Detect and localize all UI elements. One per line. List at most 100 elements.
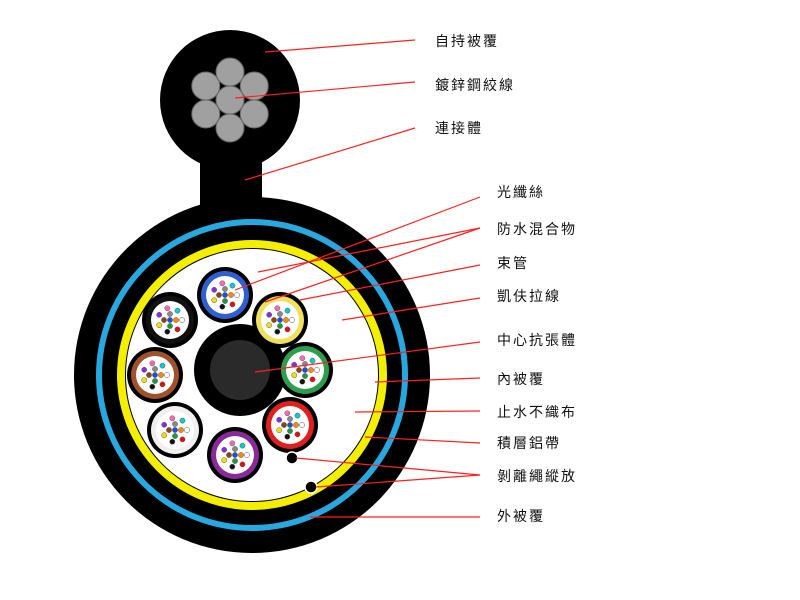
label-galvanized-steel-strand: 鍍鋅鋼絞線 [435, 78, 515, 94]
optical-fiber [164, 328, 171, 335]
optical-fiber [169, 415, 176, 422]
optical-fiber [239, 442, 246, 449]
optical-fiber [238, 452, 244, 458]
optical-fiber [283, 317, 289, 323]
optical-fiber [211, 297, 218, 304]
optical-fiber [172, 421, 178, 427]
optical-fiber [156, 311, 163, 318]
optical-fiber [152, 366, 158, 372]
optical-fiber [152, 378, 158, 384]
optical-fiber [287, 422, 293, 428]
optical-fiber [287, 416, 293, 422]
leader-line [295, 457, 481, 476]
steel-wire [191, 71, 221, 101]
optical-fiber [299, 378, 306, 385]
optical-fiber [211, 286, 218, 293]
optical-fiber [294, 412, 301, 419]
optical-fiber [172, 433, 178, 439]
optical-fiber [178, 427, 184, 433]
optical-fiber [232, 458, 238, 464]
label-central-strength-member: 中心抗張體 [497, 333, 577, 349]
aluminum-tape [117, 240, 387, 510]
optical-fiber [281, 422, 287, 428]
water-blocking-tape [96, 219, 408, 531]
optical-fiber [179, 417, 186, 424]
optical-fiber [169, 438, 176, 445]
leader-line [234, 81, 416, 99]
label-self-supporting-sheath: 自持被覆 [435, 34, 499, 50]
optical-fiber [289, 317, 295, 323]
optical-fiber [229, 282, 236, 289]
optical-fiber [232, 452, 238, 458]
optical-fiber [276, 427, 283, 434]
optical-fiber [302, 373, 308, 379]
optical-fiber [158, 372, 164, 378]
leader-line [264, 227, 481, 303]
optical-fiber [152, 372, 158, 378]
label-optical-fiber: 光纖絲 [497, 185, 545, 201]
optical-fiber [179, 317, 185, 323]
label-inner-sheath: 內被覆 [497, 372, 545, 388]
optical-fiber [309, 376, 316, 383]
optical-fiber [299, 355, 306, 362]
optical-fiber [299, 422, 305, 428]
optical-fiber [146, 372, 152, 378]
leader-line [257, 227, 481, 273]
optical-fiber [274, 328, 281, 335]
optical-fiber [266, 311, 273, 318]
optical-fiber [167, 323, 173, 329]
optical-fiber [296, 367, 302, 373]
optical-fiber [174, 307, 181, 314]
optical-fiber [161, 421, 168, 428]
optical-fiber [309, 357, 316, 364]
optical-fiber [284, 433, 291, 440]
steel-wire [239, 71, 269, 101]
optical-fiber [276, 416, 283, 423]
label-kevlar-yarn: 凱伕拉線 [497, 289, 561, 305]
optical-fiber [159, 362, 166, 369]
optical-fiber [232, 446, 238, 452]
label-water-blocking-nonwoven: 止水不織布 [497, 405, 577, 421]
optical-fiber [239, 461, 246, 468]
optical-fiber [229, 440, 236, 447]
optical-fiber [274, 305, 281, 312]
optical-fiber [266, 322, 273, 329]
leader-line [354, 410, 481, 413]
leader-line [264, 39, 416, 53]
leader-line [244, 127, 416, 181]
optical-fiber [229, 463, 236, 470]
label-connector-web: 連接體 [435, 121, 483, 137]
optical-fiber [302, 367, 308, 373]
ripcord [304, 480, 318, 494]
optical-fiber [229, 301, 236, 308]
optical-fiber [284, 326, 291, 333]
optical-fiber [293, 422, 299, 428]
optical-fiber [141, 377, 148, 384]
optical-fiber [226, 452, 232, 458]
optical-fiber [234, 292, 240, 298]
leader-line [341, 297, 481, 321]
optical-fiber [314, 367, 320, 373]
optical-fiber [271, 317, 277, 323]
optical-fiber [294, 431, 301, 438]
optical-fiber [287, 428, 293, 434]
leader-line [254, 341, 481, 373]
optical-fiber [219, 303, 226, 310]
optical-fiber [156, 322, 163, 329]
optical-fiber [222, 292, 228, 298]
label-loose-tube: 束管 [497, 256, 529, 272]
optical-fiber [167, 311, 173, 317]
optical-fiber [149, 360, 156, 367]
label-laminated-aluminum-tape: 積層鋁帶 [497, 436, 561, 452]
label-ripcord: 剝離繩縱放 [497, 469, 577, 485]
steel-wire [215, 57, 245, 87]
leader-line [234, 196, 481, 291]
optical-fiber [277, 323, 283, 329]
leader-line [315, 474, 481, 488]
optical-fiber [216, 292, 222, 298]
optical-fiber [277, 311, 283, 317]
optical-fiber [166, 427, 172, 433]
optical-fiber [161, 317, 167, 323]
